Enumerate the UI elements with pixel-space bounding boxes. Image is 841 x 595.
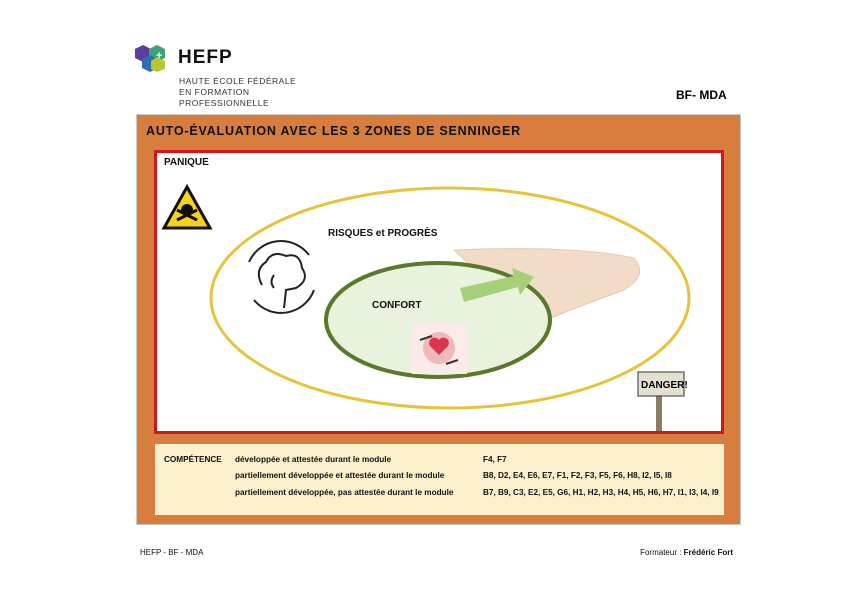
- competence-codes: B7, B9, C3, E2, E5, G6, H1, H2, H3, H4, …: [483, 488, 719, 497]
- competence-codes: F4, F7: [483, 455, 507, 464]
- document-code: BF- MDA: [676, 88, 727, 102]
- competence-panel: [155, 444, 724, 515]
- competence-label: COMPÉTENCE: [164, 455, 222, 464]
- hazard-icon: [161, 183, 213, 230]
- comfort-label: CONFORT: [372, 300, 422, 311]
- hefp-logo-icon: +: [135, 45, 165, 72]
- logo-subtitle-line: EN FORMATION: [179, 87, 250, 97]
- footer-trainer-label: Formateur :: [640, 548, 684, 557]
- logo-name: HEFP: [178, 47, 233, 68]
- danger-sign-text: DANGER!: [641, 380, 688, 391]
- competence-desc: partiellement développée, pas attestée d…: [235, 488, 454, 497]
- panic-label: PANIQUE: [164, 157, 209, 168]
- competence-codes: B8, D2, E4, E6, E7, F1, F2, F3, F5, F6, …: [483, 471, 672, 480]
- heart-hands-icon: [412, 324, 467, 374]
- risk-label: RISQUES et PROGRÈS: [328, 228, 438, 239]
- danger-sign-icon: DANGER!: [637, 371, 688, 431]
- progress-cone: [452, 248, 641, 326]
- brain-cycle-icon: [248, 240, 315, 314]
- arrow-icon: [460, 268, 534, 302]
- logo-subtitle: HAUTE ÉCOLE FÉDÉRALE EN FORMATION PROFES…: [179, 76, 296, 109]
- footer-left: HEFP - BF - MDA: [140, 548, 204, 557]
- competence-desc: développée et attestée durant le module: [235, 455, 392, 464]
- competence-desc: partiellement développée et attestée dur…: [235, 471, 445, 480]
- main-title: AUTO-ÉVALUATION AVEC LES 3 ZONES DE SENN…: [146, 124, 521, 138]
- logo-subtitle-line: HAUTE ÉCOLE FÉDÉRALE: [179, 76, 297, 86]
- svg-text:+: +: [156, 50, 162, 62]
- logo-subtitle-line: PROFESSIONNELLE: [179, 98, 270, 108]
- footer-right: Formateur : Frédéric Fort: [640, 548, 733, 557]
- footer-trainer-name: Frédéric Fort: [683, 548, 733, 557]
- zones-diagram: DANGER!: [161, 183, 691, 431]
